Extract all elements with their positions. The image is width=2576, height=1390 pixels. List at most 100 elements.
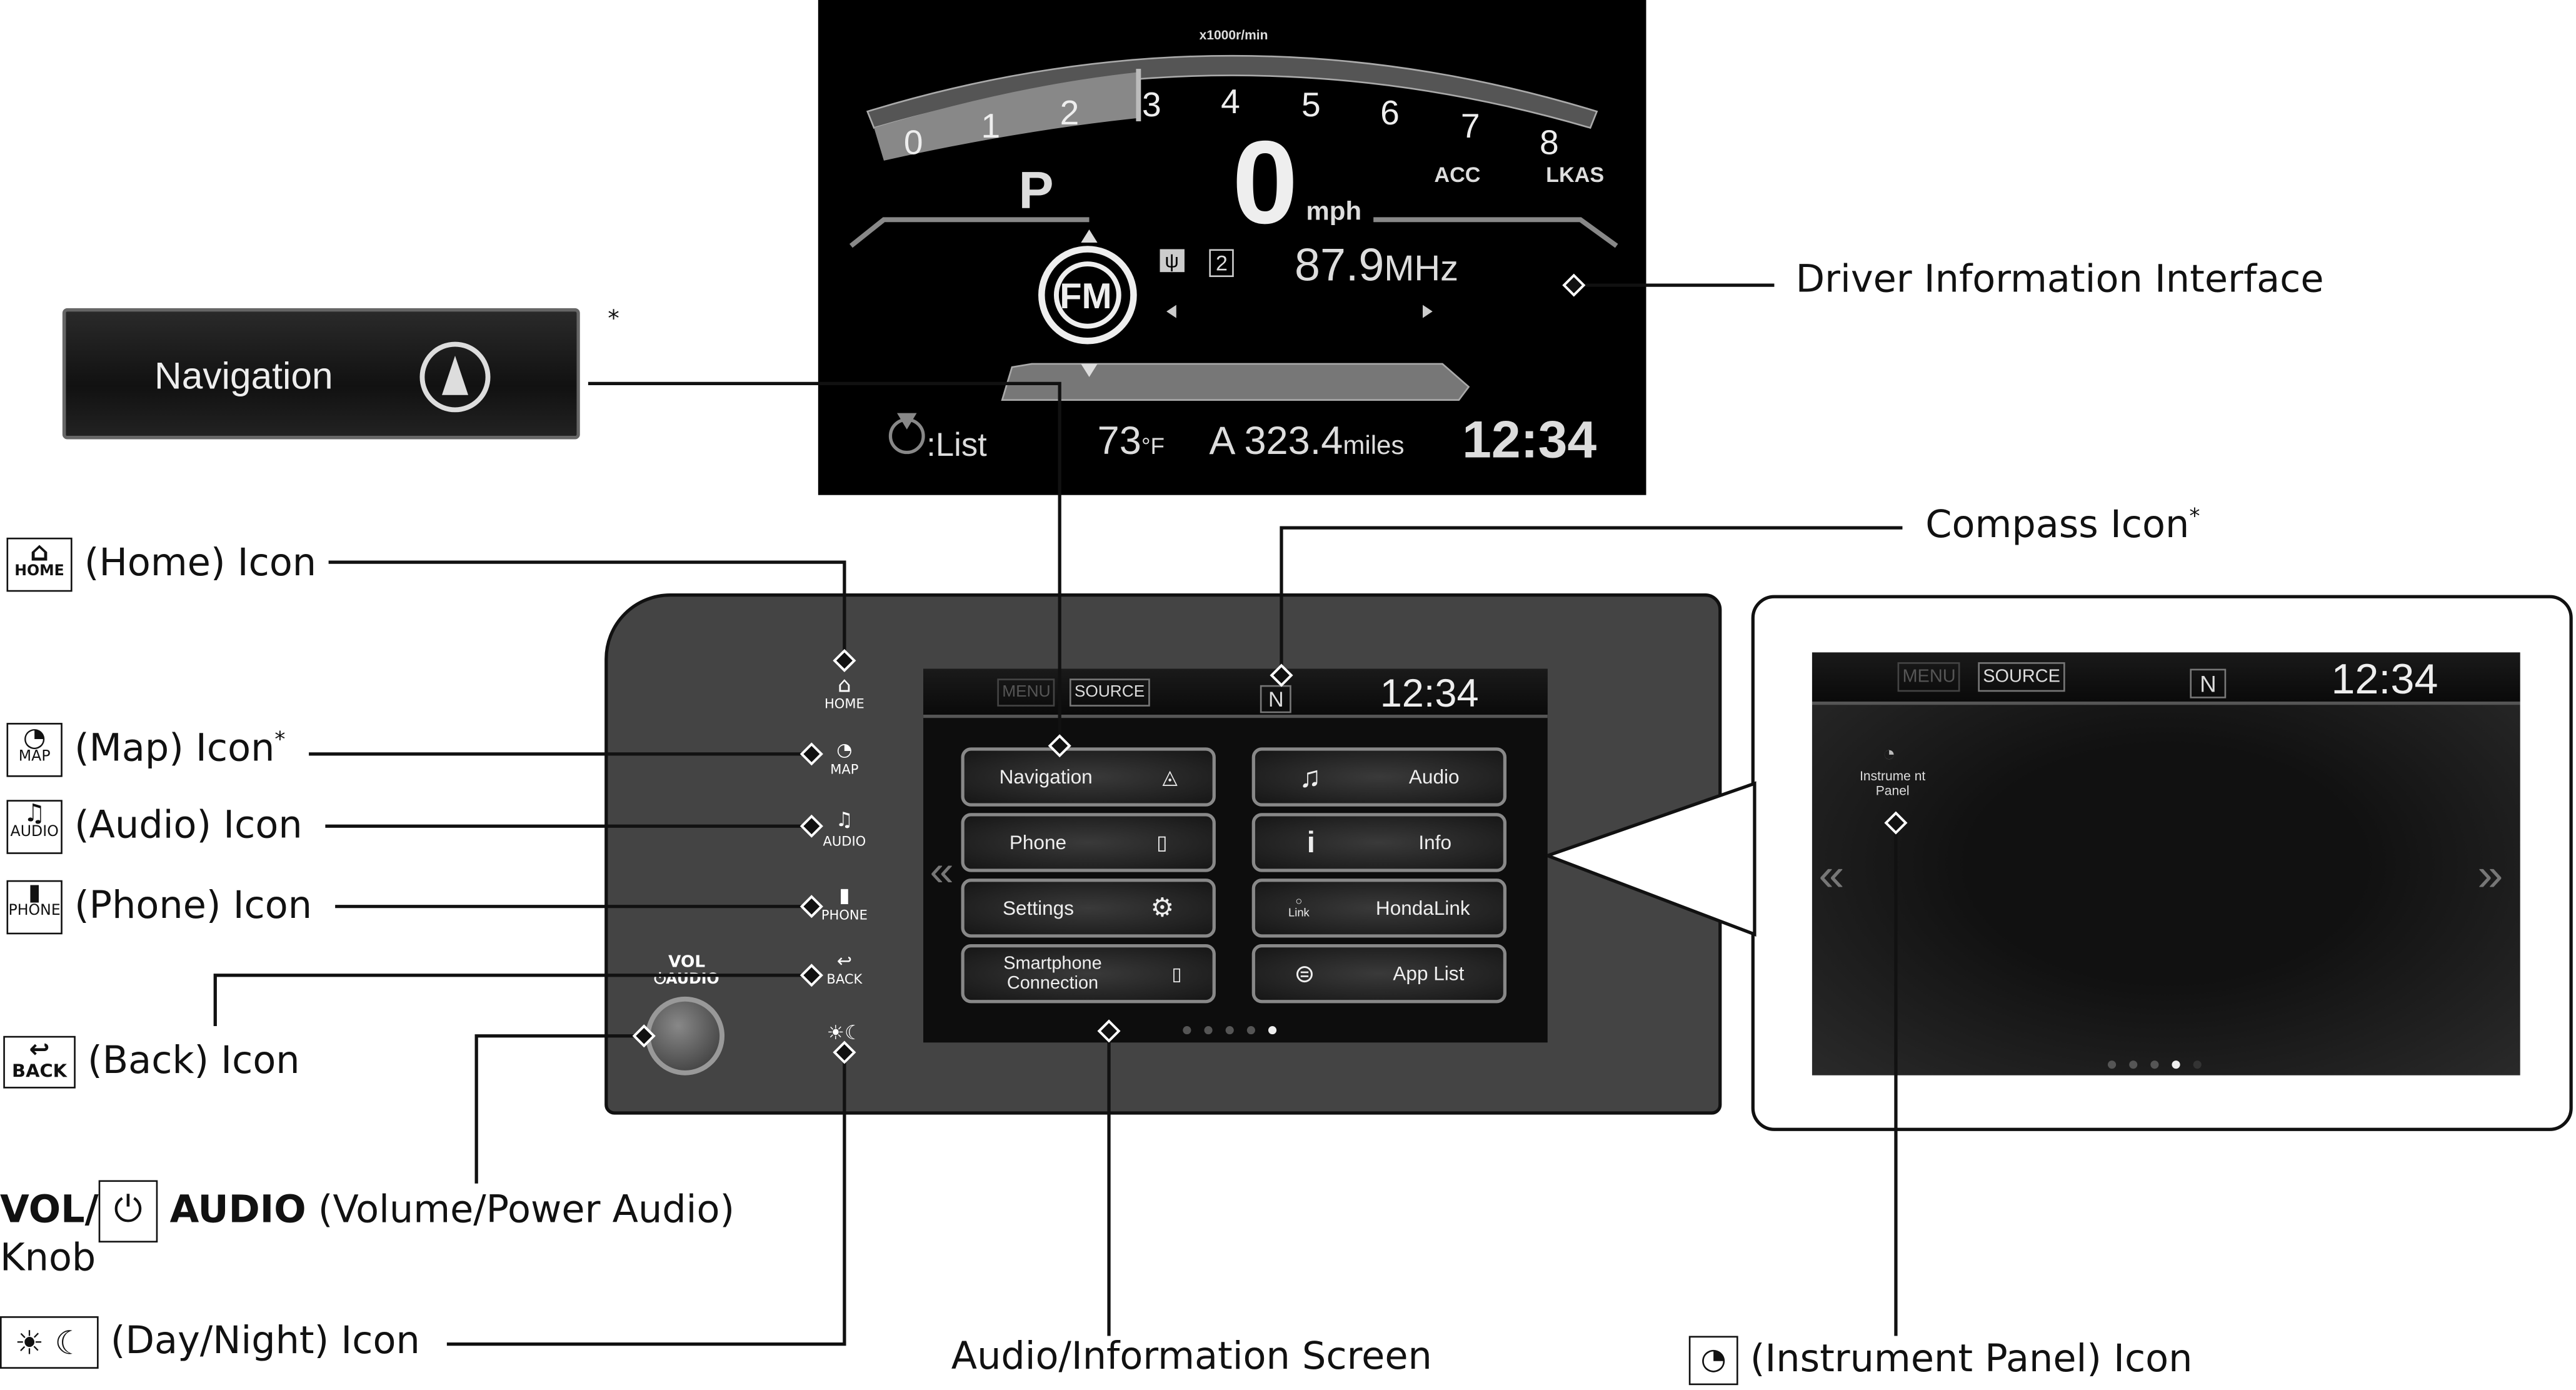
callout-text: (Phone) Icon xyxy=(74,885,313,928)
menu-item-settings[interactable]: Settings⚙ xyxy=(961,879,1216,938)
page-indicator xyxy=(2101,1060,2208,1069)
navigation-icon: ◬ xyxy=(1162,765,1178,788)
phone-button-label: PHONE xyxy=(821,908,868,923)
day-night-icon: ☀ ☾ xyxy=(0,1316,99,1369)
vol-label: VOL xyxy=(668,954,706,972)
menu-item-label: App List xyxy=(1393,962,1465,985)
callout-text: (Home) Icon xyxy=(84,542,317,585)
menu-item-label: Navigation xyxy=(999,765,1093,788)
callout-volume-knob: VOL/⏻ AUDIO (Volume/Power Audio) xyxy=(0,1180,735,1243)
callout-driver-information-interface: Driver Information Interface xyxy=(1795,259,2324,302)
instrument-panel-icon[interactable]: ◔ xyxy=(1882,740,1896,766)
callout-text: (Audio) Icon xyxy=(74,805,303,848)
tach-number: 7 xyxy=(1460,108,1480,146)
gear-icon: ⚙ xyxy=(1150,895,1175,923)
audio-button-label: AUDIO xyxy=(823,834,866,849)
temp-unit: °F xyxy=(1141,433,1165,460)
phone-icon: ▮PHONE xyxy=(6,880,63,935)
next-page-arrow[interactable]: » xyxy=(2477,849,2503,900)
callout-text: (Day/Night) Icon xyxy=(110,1320,420,1363)
asterisk: * xyxy=(274,728,286,753)
link-caption: Link xyxy=(1288,908,1310,920)
home-button-label: HOME xyxy=(824,697,865,712)
compass-icon: N xyxy=(1260,685,1292,713)
previous-page-arrow[interactable]: « xyxy=(930,845,954,895)
info-icon: i xyxy=(1306,825,1315,859)
menu-item-audio[interactable]: ♫Audio xyxy=(1251,747,1507,807)
screen-top-bar: MENU SOURCE N 12:34 xyxy=(923,668,1548,718)
power-icon: ⏻ xyxy=(98,1180,158,1243)
speed-unit: mph xyxy=(1306,198,1362,226)
dash-clock: 12:34 xyxy=(1462,410,1597,469)
trip-unit: miles xyxy=(1343,433,1405,461)
audio-information-screen: MENU SOURCE N 12:34 « Navigation ◬ ♫Audio… xyxy=(923,668,1548,1043)
lkas-indicator: LKAS xyxy=(1546,162,1605,187)
home-button-icon[interactable]: ⌂ xyxy=(838,673,851,698)
tach-number: 2 xyxy=(1060,95,1080,133)
frequency-value: 87.9 xyxy=(1295,239,1385,291)
home-icon-label: HOME xyxy=(14,563,64,581)
availability-asterisk: * xyxy=(608,306,619,333)
page-indicator xyxy=(1176,1026,1283,1035)
asterisk: * xyxy=(2189,505,2200,530)
menu-item-smartphone-connection[interactable]: Smartphone Connection ▯ xyxy=(961,944,1216,1004)
screen-clock: 12:34 xyxy=(1380,672,1479,717)
menu-button[interactable]: MENU xyxy=(1897,662,1961,692)
fm-band-icon: FM xyxy=(1060,275,1112,316)
instrument-panel-label: Instrume nt Panel xyxy=(1860,768,1926,798)
tach-number: 3 xyxy=(1142,86,1161,125)
menu-item-phone[interactable]: Phone▯ xyxy=(961,813,1216,872)
callout-text: (Volume/Power Audio) xyxy=(318,1189,735,1232)
previous-page-arrow[interactable]: « xyxy=(1818,849,1845,900)
screen-top-bar: MENU SOURCE N 12:34 xyxy=(1812,652,2520,705)
acc-indicator: ACC xyxy=(1434,162,1481,187)
callout-map-icon: ◔MAP (Map) Icon* xyxy=(6,723,286,777)
tach-number: 1 xyxy=(981,108,1001,146)
callout-knob-word: Knob xyxy=(0,1237,96,1281)
back-icon-label: BACK xyxy=(12,1060,68,1082)
smartphone-icon: ▯ xyxy=(1171,964,1182,985)
menu-button[interactable]: MENU xyxy=(997,678,1056,707)
navigation-label: Navigation xyxy=(154,354,333,397)
back-button-icon[interactable]: ↩ xyxy=(836,950,853,972)
app-list-icon: ⊜ xyxy=(1294,960,1315,989)
callout-text: (Back) Icon xyxy=(88,1040,300,1083)
temp-value: 73 xyxy=(1097,420,1141,464)
source-button[interactable]: SOURCE xyxy=(1978,662,2065,692)
tach-number: 4 xyxy=(1221,83,1240,121)
audio-icon-label: AUDIO xyxy=(10,824,59,841)
preset-number: 2 xyxy=(1209,249,1235,278)
audio-button-icon[interactable]: ♫ xyxy=(835,808,854,832)
audio-icon: ♫AUDIO xyxy=(6,800,63,854)
day-night-button-icon[interactable]: ☀☾ xyxy=(826,1021,863,1044)
compass-icon: N xyxy=(2190,668,2227,698)
source-button[interactable]: SOURCE xyxy=(1069,678,1150,707)
list-hint: :List xyxy=(926,428,987,464)
tach-number: 5 xyxy=(1301,86,1321,125)
tach-number: 6 xyxy=(1380,95,1400,133)
menu-item-app-list[interactable]: ⊜ App List xyxy=(1251,944,1507,1004)
callout-day-night-icon: ☀ ☾ (Day/Night) Icon xyxy=(0,1316,420,1369)
callout-compass-text: Compass Icon xyxy=(1925,504,2190,547)
callout-compass-icon: Compass Icon* xyxy=(1925,506,2200,545)
map-button-icon[interactable]: ◔ xyxy=(836,739,853,761)
back-icon: ↩BACK xyxy=(3,1035,76,1089)
driver-information-interface: x1000r/min 0 1 2 3 4 5 6 7 8 P 0 mph ACC… xyxy=(818,0,1646,495)
phone-icon-label: PHONE xyxy=(8,903,61,920)
phone-button-icon[interactable]: ▮ xyxy=(839,883,850,907)
callout-text: (Instrument Panel) Icon xyxy=(1750,1338,2193,1381)
map-icon: ◔MAP xyxy=(6,723,63,777)
callout-home-icon: ⌂HOME (Home) Icon xyxy=(6,537,317,592)
screen-clock: 12:34 xyxy=(2331,653,2438,703)
menu-item-label: Smartphone Connection xyxy=(1003,954,1102,994)
gear-indicator: P xyxy=(1018,160,1054,220)
menu-item-navigation[interactable]: Navigation ◬ xyxy=(961,747,1216,807)
menu-item-label: HondaLink xyxy=(1375,896,1470,920)
menu-item-label: Audio xyxy=(1408,765,1460,788)
rpm-unit: x1000r/min xyxy=(1199,28,1268,43)
callout-back-icon: ↩BACK (Back) Icon xyxy=(3,1035,300,1089)
